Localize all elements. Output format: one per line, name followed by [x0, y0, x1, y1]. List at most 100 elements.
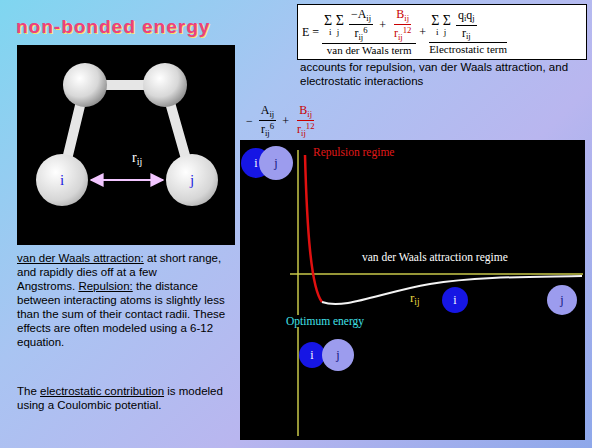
term-label: van der Waals term — [322, 43, 416, 56]
formula-text: ij — [137, 156, 143, 167]
explanation-paragraph: van der Waals attraction:at short range,… — [17, 251, 233, 349]
term-heading: electrostatic contribution — [40, 385, 164, 397]
paragraph-text: The — [17, 385, 37, 397]
paragraph-body: van der Waals attraction:at short range,… — [17, 251, 233, 349]
numerator: Bij — [297, 104, 314, 121]
term-row: Σ Σi jqiqjrij — [429, 9, 507, 41]
formula-text: ij — [269, 109, 274, 119]
atom-circle: j — [322, 339, 354, 371]
formula-text: r — [297, 122, 301, 136]
term-group: Σ Σi j−Aijrij6+Bijrij12van der Waals ter… — [322, 8, 416, 56]
formula-text: ij — [466, 31, 471, 41]
atom-circle: j — [259, 146, 293, 180]
sum-sign: Σ Σi j — [324, 14, 344, 37]
equation-box: E =Σ Σi j−Aijrij6+Bijrij12van der Waals … — [297, 4, 587, 60]
equation-row: E =Σ Σi j−Aijrij6+Bijrij12van der Waals … — [302, 8, 582, 56]
explanation-paragraph: Theelectrostatic contributionis modeled … — [17, 384, 233, 412]
formula-text: + — [379, 18, 386, 33]
formula-text: q — [458, 8, 464, 22]
regime-text: van der Waals attraction regime — [362, 251, 508, 263]
atom-circle: i — [36, 154, 88, 206]
atom-circle: i — [442, 287, 468, 313]
x-axis — [290, 273, 583, 275]
atom-circle: j — [166, 154, 218, 206]
fraction: −Aijrij6 — [349, 8, 373, 42]
term-heading: Repulsion: — [78, 280, 132, 292]
atom-label: j — [560, 294, 563, 306]
potential-formula: −Aijrij6+Bijrij12 — [243, 104, 319, 138]
denominator: rij — [460, 26, 473, 42]
formula-text: + — [419, 25, 426, 40]
formula-text: r — [462, 26, 466, 40]
formula-text: + — [282, 114, 289, 129]
atom-circle: j — [547, 285, 577, 315]
formula-text: A — [261, 103, 270, 117]
formula-text: r — [261, 122, 265, 136]
y-axis — [297, 150, 299, 436]
atom-sphere — [63, 63, 107, 107]
atom-sphere — [143, 63, 187, 107]
numerator: Aij — [259, 104, 276, 121]
formula-text: r — [394, 26, 398, 40]
formula-text: −A — [351, 7, 366, 21]
numerator: −Aij — [349, 8, 373, 25]
formula-text: ij — [398, 32, 403, 42]
fraction: Bijrij12 — [295, 104, 316, 138]
description-note: accounts for repulsion, van der Waals at… — [300, 60, 580, 89]
fraction: Bijrij12 — [392, 8, 413, 42]
formula-text: − — [246, 114, 253, 129]
formula-text: ij — [265, 128, 270, 138]
formula-text: E = — [302, 25, 319, 40]
term-heading: van der Waals attraction: — [17, 252, 144, 264]
optimum-text: Optimum energy — [286, 315, 364, 327]
fraction: qiqjrij — [456, 9, 477, 41]
formula-text: 12 — [306, 121, 315, 131]
repulsion-curve — [305, 155, 322, 302]
paragraph-body: Theelectrostatic contributionis modeled … — [17, 384, 233, 412]
formula-text: ij — [358, 32, 363, 42]
formula-text: r — [410, 290, 414, 305]
formula-text: B — [396, 7, 404, 21]
atom-label: i — [453, 294, 456, 306]
fraction: Aijrij6 — [259, 104, 276, 138]
numerator: qiqj — [456, 9, 477, 26]
regime-label: van der Waals attraction regime — [362, 251, 508, 263]
sum-symbol: Σ Σ — [431, 14, 451, 28]
denominator: rij6 — [259, 121, 276, 138]
optimum-label: Optimum energy — [284, 315, 366, 327]
sum-index: i j — [329, 28, 339, 37]
formula-text: ij — [414, 297, 419, 307]
atom-label: j — [190, 173, 194, 188]
molecule-panel — [17, 45, 235, 245]
distance-label: rij — [132, 150, 142, 167]
atom-label: j — [274, 157, 277, 169]
formula-text: ij — [366, 13, 371, 23]
sum-sign: Σ Σi j — [431, 14, 451, 37]
slide-title: non-bonded energy — [16, 16, 210, 38]
formula-text: ij — [404, 13, 409, 23]
formula-text: 12 — [403, 25, 412, 35]
formula-text: ij — [301, 128, 306, 138]
formula-text: 6 — [270, 121, 274, 131]
regime-label: Repulsion regime — [313, 146, 394, 158]
sum-symbol: Σ Σ — [324, 14, 344, 28]
formula-text: i — [464, 13, 466, 23]
formula-text: r — [354, 26, 358, 40]
denominator: rij12 — [392, 25, 413, 42]
term-row: Σ Σi j−Aijrij6+Bijrij12 — [322, 8, 416, 42]
numerator: Bij — [394, 8, 411, 25]
formula-text: q — [466, 8, 472, 22]
atom-label: i — [254, 157, 257, 169]
formula-text: 6 — [363, 25, 367, 35]
formula-text: ij — [307, 109, 312, 119]
atom-label: j — [336, 349, 339, 361]
distance-label: rij — [408, 290, 422, 307]
formula-text: j — [472, 13, 474, 23]
atom-label: i — [310, 349, 313, 361]
formula-row: −Aijrij6+Bijrij12 — [243, 104, 319, 138]
denominator: rij12 — [295, 121, 316, 138]
formula-text: B — [299, 103, 307, 117]
term-label: Electrostatic term — [429, 42, 507, 55]
description-text: accounts for repulsion, van der Waals at… — [300, 61, 568, 87]
atom-label: i — [60, 173, 64, 188]
